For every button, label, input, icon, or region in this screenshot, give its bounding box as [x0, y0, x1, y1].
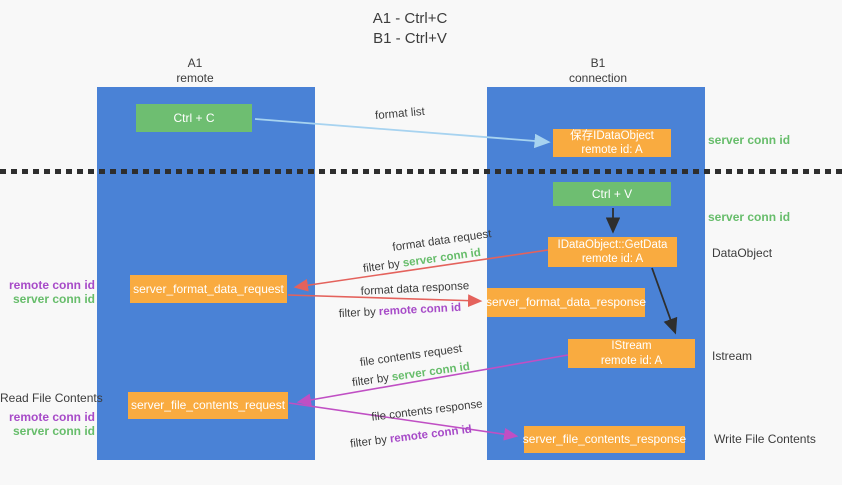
label-remote-conn-id-top: remote conn id [8, 278, 95, 292]
column-a1-name: A1 [187, 56, 203, 70]
column-header-b1: B1 connection [487, 56, 709, 86]
column-b1-name: B1 [590, 56, 606, 70]
left-conn-id-stack-top: remote conn id server conn id [0, 278, 95, 306]
label-dataobject: DataObject [712, 246, 773, 260]
title-line-2: B1 - Ctrl+V [373, 30, 447, 48]
label-server-conn-id-left-top: server conn id [12, 292, 95, 307]
arrow-label-filter-by-server-1: filter byserver conn id [362, 247, 481, 275]
node-format-request-label: server_format_data_request [133, 281, 284, 296]
filter-server-conn-id-2: server conn id [391, 360, 471, 384]
column-a1-role: remote [176, 71, 214, 85]
column-b1-role: connection [568, 71, 628, 85]
node-ctrl-v-label: Ctrl + V [591, 187, 633, 201]
node-istream: IStream remote id: A [568, 339, 695, 368]
column-header-a1: A1 remote [97, 56, 293, 86]
label-remote-conn-id-bottom: remote conn id [8, 410, 95, 425]
node-ctrl-v: Ctrl + V [553, 182, 671, 206]
node-getdata-line2: remote id: A [581, 253, 644, 265]
node-server-format-data-response: server_format_data_response [485, 288, 647, 317]
filter-remote-conn-id-2: remote conn id [389, 423, 473, 446]
node-save-idataobject-line1: 保存IDataObject [570, 129, 654, 142]
phase-divider-dashed-line [0, 169, 842, 174]
filter-remote-conn-id-1: remote conn id [378, 301, 462, 319]
filter-by-text-4: filter by [349, 433, 388, 451]
node-file-response-label: server_file_contents_response [522, 432, 687, 446]
node-istream-line1: IStream [611, 340, 652, 353]
label-istream: Istream [712, 349, 753, 363]
filter-by-text-3: filter by [351, 372, 390, 390]
left-conn-id-stack-bottom: Read File Contents remote conn id server… [0, 391, 103, 439]
node-ctrl-c: Ctrl + C [136, 104, 252, 132]
filter-by-text-1: filter by [362, 258, 401, 276]
diagram-title: A1 - Ctrl+C B1 - Ctrl+V [0, 9, 820, 50]
node-istream-line2: remote id: A [600, 354, 663, 367]
node-format-response-label: server_format_data_response [485, 295, 647, 309]
label-write-file-contents: Write File Contents [714, 432, 816, 446]
label-server-conn-id-mid: server conn id [708, 210, 791, 224]
filter-by-text-2: filter by [338, 306, 377, 321]
label-read-file-contents: Read File Contents [0, 391, 103, 405]
node-getdata-line1: IDataObject::GetData [557, 238, 668, 251]
node-ctrl-c-label: Ctrl + C [173, 111, 215, 125]
label-server-conn-id-top: server conn id [708, 133, 791, 147]
node-server-format-data-request: server_format_data_request [130, 275, 287, 303]
node-server-file-contents-response: server_file_contents_response [522, 426, 687, 453]
arrow-label-file-contents-response: file contents response [370, 398, 484, 424]
arrow-label-format-data-response: format data response [360, 280, 470, 298]
node-save-idataobject: 保存IDataObject remote id: A [553, 129, 671, 157]
node-save-idataobject-line2: remote id: A [581, 144, 643, 156]
arrow-label-format-list: format list [374, 105, 426, 123]
node-server-file-contents-request: server_file_contents_request [128, 392, 288, 419]
node-file-request-label: server_file_contents_request [130, 398, 286, 412]
label-server-conn-id-left-bottom: server conn id [12, 424, 95, 439]
node-idataobject-getdata: IDataObject::GetData remote id: A [548, 237, 677, 267]
title-line-1: A1 - Ctrl+C [372, 10, 448, 27]
